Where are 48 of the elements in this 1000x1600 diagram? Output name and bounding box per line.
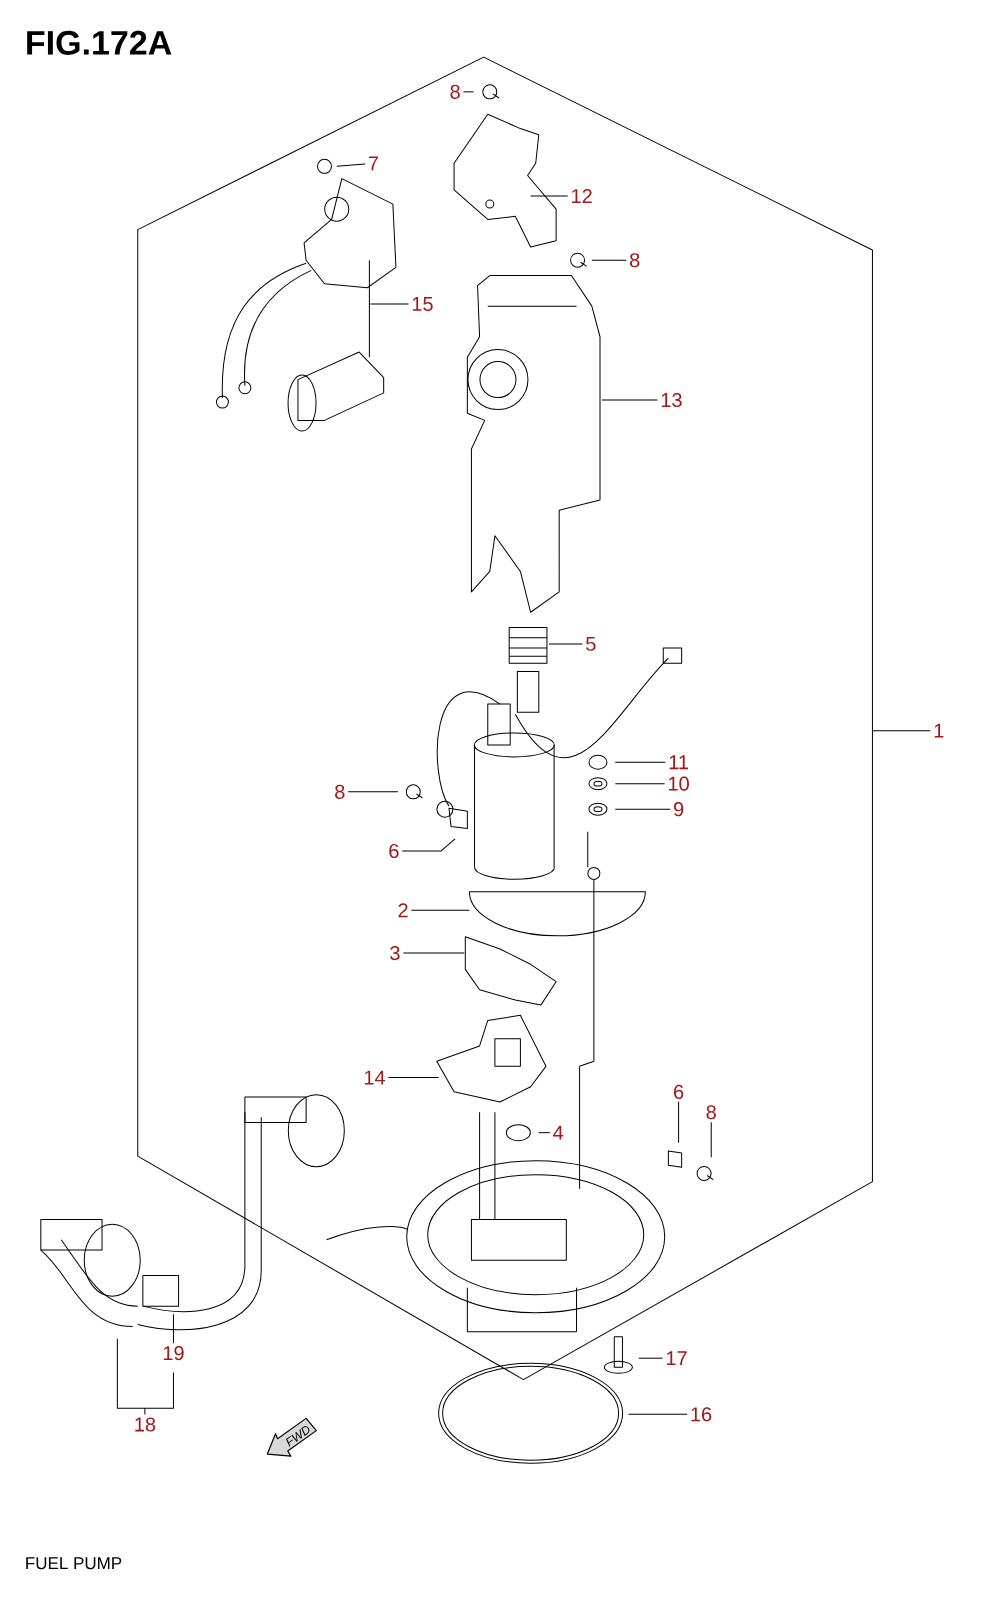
leader-line bbox=[462, 91, 474, 93]
leader-line bbox=[402, 952, 465, 954]
leader-line bbox=[336, 163, 366, 167]
leader-line bbox=[172, 1313, 174, 1344]
callout-number: 6 bbox=[674, 1084, 684, 1099]
leader-line bbox=[678, 1101, 680, 1144]
leader-line bbox=[614, 783, 666, 785]
callout-number: 8 bbox=[630, 253, 640, 268]
leader-line bbox=[638, 1357, 664, 1359]
callout-number: 18 bbox=[135, 1417, 156, 1432]
callout-number: 16 bbox=[691, 1407, 712, 1422]
leader-line bbox=[387, 1077, 440, 1079]
figure-title: FIG.172A bbox=[27, 30, 172, 55]
leader-line bbox=[347, 791, 399, 793]
callout-number: 17 bbox=[666, 1351, 687, 1366]
leader-line bbox=[710, 1121, 712, 1158]
callout-number: 6 bbox=[389, 843, 399, 859]
leader-line bbox=[871, 730, 931, 732]
leader-line bbox=[614, 808, 671, 810]
leader-line bbox=[369, 303, 409, 305]
leader-line bbox=[530, 195, 569, 197]
leader-line bbox=[410, 909, 470, 911]
callout-number: 8 bbox=[450, 84, 460, 99]
callout-number: 1 bbox=[934, 723, 944, 738]
callout-number: 7 bbox=[368, 156, 379, 171]
callout-number: 11 bbox=[669, 755, 688, 770]
callout-number: 19 bbox=[163, 1346, 184, 1361]
leader-line bbox=[614, 761, 666, 763]
leader-line bbox=[116, 1338, 174, 1416]
callout-number: 12 bbox=[572, 188, 592, 203]
callout-number: 5 bbox=[586, 636, 596, 651]
callout-number: 8 bbox=[335, 784, 345, 799]
callout-number: 2 bbox=[398, 903, 408, 918]
callout-number: 10 bbox=[669, 776, 689, 791]
leader-line bbox=[401, 838, 456, 852]
callout-number: 15 bbox=[412, 297, 433, 312]
leader-line bbox=[538, 1132, 551, 1134]
leader-line bbox=[548, 643, 583, 645]
callout-number: 9 bbox=[673, 802, 684, 817]
callout-number: 13 bbox=[661, 392, 682, 408]
leader-line bbox=[601, 399, 658, 401]
callout-number: 8 bbox=[706, 1105, 716, 1120]
callout-number: 4 bbox=[553, 1125, 564, 1140]
callout-number: 14 bbox=[364, 1070, 385, 1085]
callout-number: 3 bbox=[390, 946, 400, 961]
leader-line bbox=[628, 1413, 688, 1415]
caption: FUEL PUMP bbox=[26, 1557, 122, 1570]
leader-line bbox=[591, 259, 627, 261]
